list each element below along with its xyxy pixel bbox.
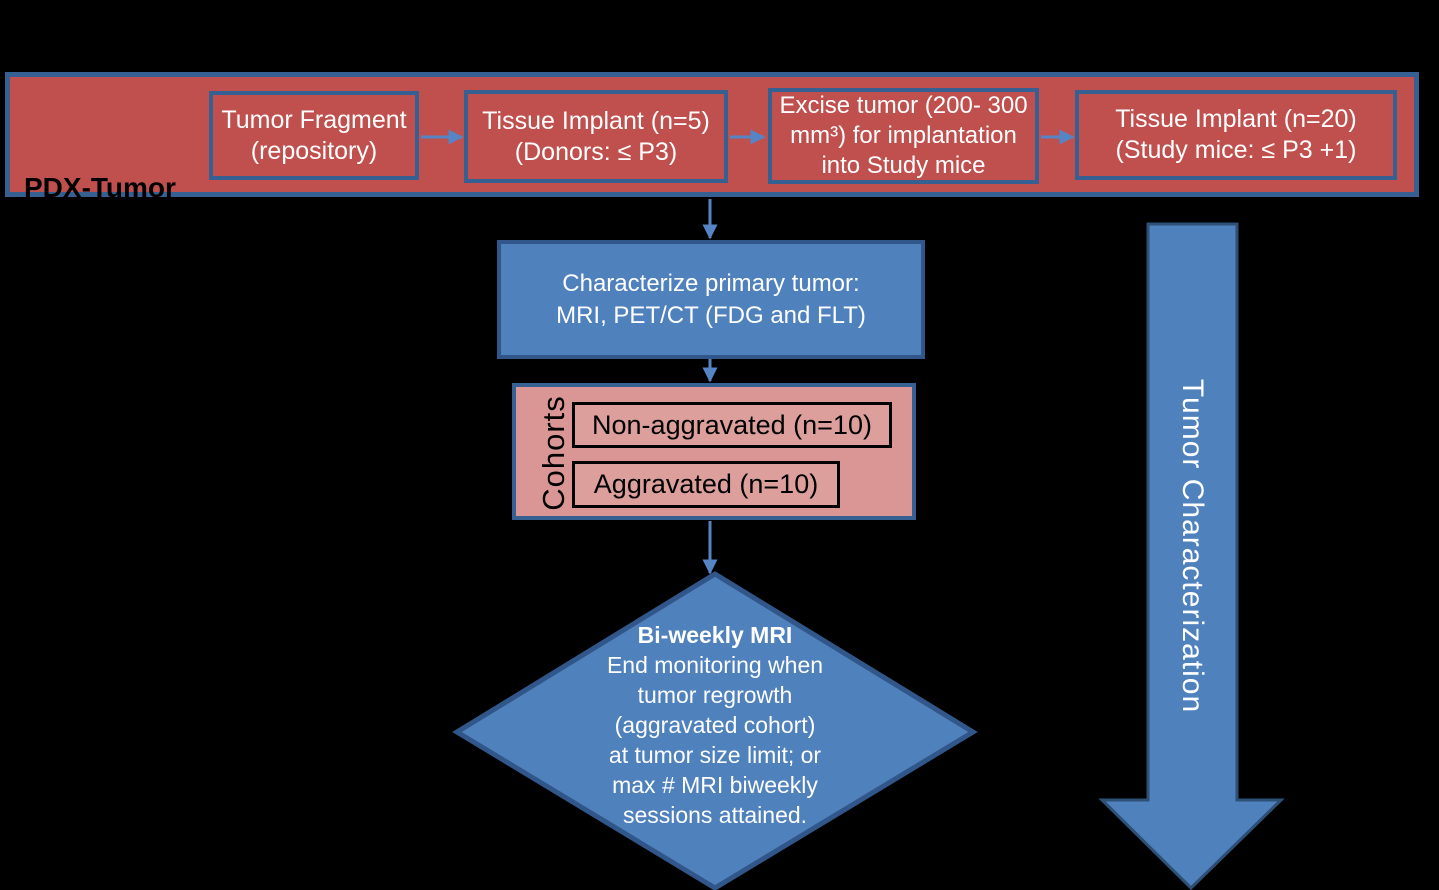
- excise-tumor-line3: into Study mice: [821, 152, 986, 179]
- diamond-title: Bi-weekly MRI: [637, 622, 793, 648]
- tissue-implant-n5-line2: (Donors: ≤ P3): [514, 137, 678, 166]
- diamond-line7: sessions attained.: [622, 802, 808, 828]
- non-aggravated-cohort-box: Non-aggravated (n=10): [572, 402, 892, 448]
- diamond-line3: tumor regrowth: [637, 682, 793, 708]
- tumor-characterization-label: Tumor Characterization: [1176, 378, 1209, 714]
- excise-tumor-box: Excise tumor (200- 300 mm³) for implanta…: [768, 88, 1039, 184]
- aggravated-cohort-box: Aggravated (n=10): [572, 461, 840, 508]
- banner-title: PDX-Tumor Development: [24, 169, 200, 243]
- tumor-fragment-box: Tumor Fragment (repository): [209, 91, 419, 180]
- diamond-line2: End monitoring when: [606, 652, 824, 678]
- diamond-line4: (aggravated cohort): [614, 712, 816, 738]
- tumor-fragment-line2: (repository): [250, 136, 378, 165]
- tumor-fragment-line1: Tumor Fragment: [221, 105, 407, 134]
- diamond-line6: max # MRI biweekly: [612, 772, 818, 798]
- characterize-line1: Characterize primary tumor:: [562, 269, 860, 297]
- tissue-implant-n20-line2: (Study mice: ≤ P3 +1): [1115, 136, 1357, 164]
- tissue-implant-n20-box: Tissue Implant (n=20) (Study mice: ≤ P3 …: [1075, 90, 1397, 180]
- diamond-text: Bi-weekly MRI End monitoring when tumor …: [535, 620, 895, 830]
- diamond-line5: at tumor size limit; or: [608, 742, 822, 768]
- characterize-line2: MRI, PET/CT (FDG and FLT): [556, 301, 866, 329]
- tissue-implant-n5-box: Tissue Implant (n=5) (Donors: ≤ P3): [464, 90, 728, 183]
- characterize-primary-tumor-box: Characterize primary tumor: MRI, PET/CT …: [497, 240, 925, 359]
- banner-title-line1: PDX-Tumor: [24, 172, 176, 203]
- excise-tumor-line2: mm³) for implantation: [790, 122, 1017, 149]
- tissue-implant-n20-line1: Tissue Implant (n=20): [1115, 105, 1357, 133]
- excise-tumor-line1: Excise tumor (200- 300: [779, 92, 1028, 119]
- tissue-implant-n5-line1: Tissue Implant (n=5): [482, 106, 710, 135]
- banner-title-line2: Development: [24, 209, 200, 240]
